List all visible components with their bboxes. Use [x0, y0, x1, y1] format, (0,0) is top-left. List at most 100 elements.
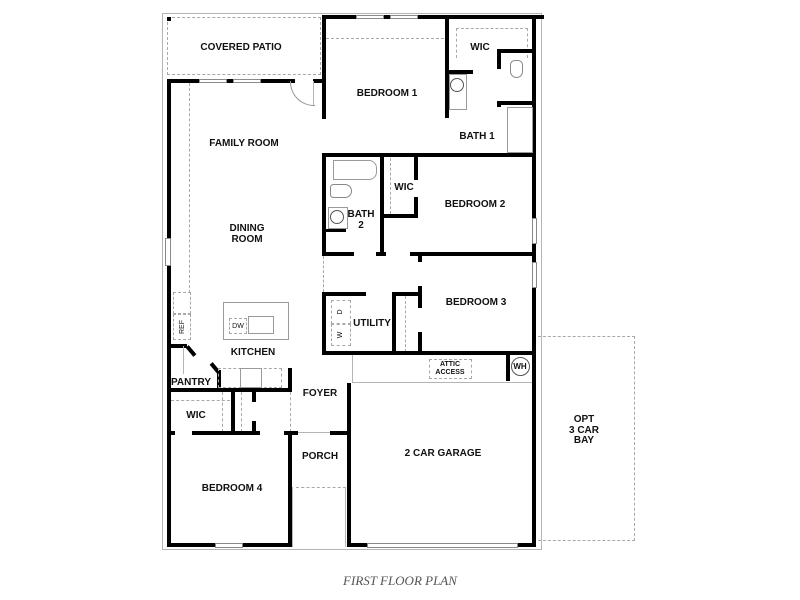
fixture-label-attic-access: ACCESS [435, 369, 465, 376]
wall [322, 15, 544, 19]
room-label-optional-bay: 3 CAR [568, 425, 600, 436]
wall [449, 70, 473, 74]
wall [313, 79, 323, 83]
room-label-wic: WIC [186, 410, 206, 421]
wall [322, 153, 326, 253]
sink-icon [248, 316, 274, 334]
outline-bottom [162, 549, 542, 550]
room-label-optional-bay: BAY [573, 435, 595, 446]
wall [252, 392, 256, 402]
room-label-wic: WIC [394, 182, 414, 193]
porch-step [292, 487, 293, 547]
shelf-line [290, 392, 291, 432]
wall [418, 252, 422, 262]
wall [392, 292, 396, 354]
refrigerator-icon [173, 314, 191, 340]
room-label-bath-1: BATH 1 [459, 131, 495, 142]
wall [322, 115, 326, 119]
porch-edge [296, 487, 346, 488]
room-label-utility: UTILITY [353, 318, 391, 329]
wall [347, 383, 351, 547]
wall [532, 355, 536, 547]
wall [497, 101, 501, 107]
window [532, 262, 537, 288]
water-heater-icon [511, 357, 530, 376]
fixture-label-attic-access: ATTIC [439, 361, 461, 368]
wall [330, 431, 350, 435]
patio-slider-window [199, 79, 227, 83]
wall [322, 351, 536, 355]
wall [414, 197, 418, 218]
room-label-bath-2: BATH [347, 209, 375, 220]
outline-right [541, 13, 542, 550]
fixture-label-washer: W [337, 331, 344, 339]
wall [445, 15, 449, 118]
wall [326, 229, 346, 232]
wall [167, 347, 171, 547]
garage-wall-line [352, 355, 353, 383]
attic-access-outline [429, 359, 472, 379]
sink-icon [450, 78, 464, 92]
room-label-pantry: PANTRY [171, 377, 211, 388]
wall [192, 431, 260, 435]
room-label-dining-room: DINING [229, 223, 265, 234]
shelf-line [241, 392, 242, 432]
sink-icon [330, 210, 344, 224]
room-label-bedroom-4: BEDROOM 4 [201, 483, 263, 494]
dryer-icon [331, 300, 351, 324]
wall [392, 292, 422, 296]
garage-door [367, 543, 518, 548]
wall [252, 421, 256, 433]
room-label-porch: PORCH [301, 451, 339, 462]
wall [497, 49, 535, 53]
counter [173, 292, 191, 314]
toilet-icon [330, 184, 352, 198]
wall [322, 292, 326, 354]
window [165, 238, 171, 266]
soffit-line [323, 256, 324, 292]
wall [322, 292, 366, 296]
wall [231, 392, 235, 432]
outline-left [162, 13, 163, 550]
dishwasher-icon [229, 318, 247, 334]
door [313, 81, 314, 105]
wall [380, 157, 384, 255]
wall [322, 252, 354, 256]
garage-wall-line [352, 382, 536, 383]
covered-patio-outline [167, 17, 321, 75]
fixture-label-dryer: D [337, 309, 344, 315]
ceiling-line [326, 38, 444, 39]
room-label-dining-room: ROOM [231, 234, 263, 245]
wall [376, 252, 386, 256]
fixture-label-refrigerator: REF [179, 320, 186, 334]
room-label-foyer: FOYER [302, 388, 338, 399]
room-label-bath-2: 2 [358, 220, 364, 231]
washer-icon [331, 324, 351, 346]
wall [384, 214, 418, 218]
window [356, 15, 384, 19]
wall [497, 101, 535, 105]
window [532, 218, 537, 244]
window [390, 15, 418, 19]
room-label-optional-bay: OPT [573, 414, 595, 425]
wic-shelf [456, 28, 528, 58]
bathtub-icon [333, 160, 377, 180]
cooktop-icon [240, 368, 262, 388]
wall [410, 252, 536, 256]
wall [185, 345, 197, 357]
outline-top [162, 13, 542, 14]
fixture-label-dishwasher: DW [232, 323, 244, 330]
wall [506, 355, 510, 381]
shelf-line [390, 158, 391, 214]
wall [167, 79, 171, 347]
front-door-line [298, 432, 330, 433]
shower-icon [507, 107, 533, 153]
room-label-wic: WIC [470, 42, 490, 53]
wall [167, 431, 175, 435]
wall [322, 15, 326, 117]
room-label-kitchen: KITCHEN [230, 347, 276, 358]
wall [217, 370, 221, 390]
patio-post [167, 17, 171, 21]
wall [418, 286, 422, 308]
